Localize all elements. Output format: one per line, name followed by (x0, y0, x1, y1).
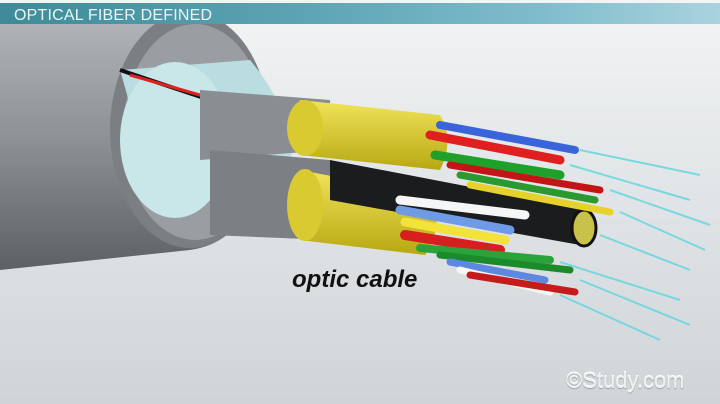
illustration-label: optic cable (292, 266, 418, 293)
title-bar: OPTICAL FIBER DEFINED (0, 3, 720, 24)
page-title: OPTICAL FIBER DEFINED (14, 7, 213, 24)
study-com-watermark: ©Study.com (566, 368, 685, 393)
